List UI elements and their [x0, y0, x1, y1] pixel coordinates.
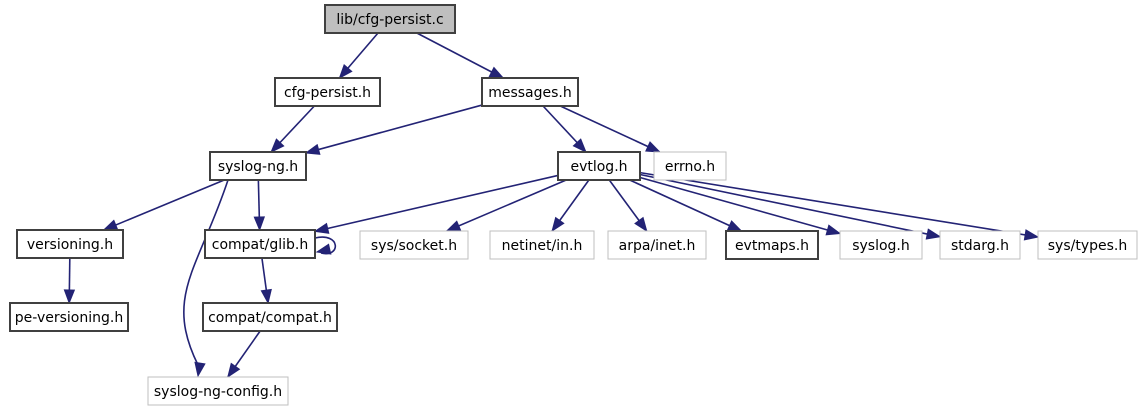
edge-messages-h-to-errno-h-arrowhead — [645, 141, 661, 153]
node-messages-h[interactable]: messages.h — [481, 77, 579, 107]
node-box-cfg-persist-h[interactable] — [274, 77, 381, 107]
edge-lib-cfg-persist-c-to-messages-h-arrowhead — [488, 66, 505, 79]
edge-evtlog-h-to-stdarg-h-arrowhead — [925, 228, 942, 240]
node-cfg-persist-h[interactable]: cfg-persist.h — [274, 77, 381, 107]
node-box-evtlog-h[interactable] — [557, 151, 641, 181]
edge-messages-h-to-syslog-ng-h-arrowhead — [304, 143, 321, 155]
edge-evtlog-h-to-sys-socket-h — [446, 179, 567, 232]
edge-evtlog-h-to-evtmaps-h-arrowhead — [726, 220, 743, 232]
node-label-sys-types-h: sys/types.h — [1048, 238, 1127, 254]
edge-evtlog-h-to-sys-types-h — [639, 171, 1039, 238]
edge-messages-h-to-syslog-ng-h — [305, 104, 483, 154]
node-box-sys-socket-h[interactable] — [359, 230, 469, 260]
node-label-arpa-inet-h: arpa/inet.h — [619, 238, 696, 254]
node-syslog-ng-config-h[interactable]: syslog-ng-config.h — [147, 376, 289, 406]
node-box-pe-versioning-h[interactable] — [9, 302, 129, 332]
edge-compat-glib-h-to-compat-compat-h-arrowhead — [260, 288, 272, 305]
node-box-netinet-in-h[interactable] — [489, 230, 595, 260]
node-box-arpa-inet-h[interactable] — [607, 230, 707, 260]
node-label-messages-h: messages.h — [488, 85, 572, 101]
node-label-compat-glib-h: compat/glib.h — [212, 237, 308, 253]
node-label-syslog-h: syslog.h — [852, 238, 910, 254]
node-box-lib-cfg-persist-c[interactable] — [324, 4, 456, 34]
edge-messages-h-to-errno-h — [559, 105, 661, 153]
node-label-netinet-in-h: netinet/in.h — [502, 238, 583, 254]
node-label-syslog-ng-config-h: syslog-ng-config.h — [154, 384, 282, 400]
edge-versioning-h-to-pe-versioning-h-arrowhead — [63, 289, 76, 305]
edge-evtlog-h-to-stdarg-h — [639, 173, 941, 238]
edge-cfg-persist-h-to-syslog-ng-h-arrowhead — [270, 138, 285, 154]
node-pe-versioning-h[interactable]: pe-versioning.h — [9, 302, 129, 332]
edge-syslog-ng-h-to-syslog-ng-config-h-arrowhead — [194, 361, 206, 378]
edge-evtlog-h-to-sys-socket-h-arrowhead — [445, 220, 462, 232]
node-evtmaps-h[interactable]: evtmaps.h — [725, 230, 819, 260]
node-label-versioning-h: versioning.h — [27, 237, 113, 253]
edge-layer — [63, 32, 1040, 379]
node-errno-h[interactable]: errno.h — [653, 151, 727, 181]
edge-messages-h-to-evtlog-h-arrowhead — [572, 138, 587, 154]
edge-syslog-ng-h-to-versioning-h — [103, 179, 225, 231]
node-compat-glib-h[interactable]: compat/glib.h — [204, 229, 316, 259]
edge-evtlog-h-to-evtmaps-h — [629, 179, 742, 232]
edge-lib-cfg-persist-c-to-cfg-persist-h-arrowhead — [338, 64, 353, 80]
edge-evtlog-h-to-sys-types-h-arrowhead — [1023, 229, 1040, 241]
node-evtlog-h[interactable]: evtlog.h — [557, 151, 641, 181]
node-box-compat-compat-h[interactable] — [202, 302, 338, 332]
edge-evtlog-h-to-syslog-h-arrowhead — [825, 224, 842, 236]
node-label-evtmaps-h: evtmaps.h — [735, 238, 809, 254]
node-compat-compat-h[interactable]: compat/compat.h — [202, 302, 338, 332]
node-layer: lib/cfg-persist.c cfg-persist.h messages.h… — [9, 4, 1138, 406]
node-label-stdarg-h: stdarg.h — [951, 238, 1009, 254]
node-box-messages-h[interactable] — [481, 77, 579, 107]
node-label-lib-cfg-persist-c: lib/cfg-persist.c — [336, 12, 443, 28]
node-stdarg-h[interactable]: stdarg.h — [939, 230, 1021, 260]
node-syslog-h[interactable]: syslog.h — [839, 230, 923, 260]
node-syslog-ng-h[interactable]: syslog-ng.h — [209, 151, 307, 181]
node-label-cfg-persist-h: cfg-persist.h — [284, 85, 371, 101]
node-label-evtlog-h: evtlog.h — [570, 159, 627, 175]
edge-evtlog-h-to-syslog-h — [639, 176, 841, 235]
edge-compat-compat-h-to-syslog-ng-config-h-arrowhead — [227, 362, 241, 379]
edge-evtlog-h-to-compat-glib-h — [314, 174, 559, 233]
node-lib-cfg-persist-c[interactable]: lib/cfg-persist.c — [324, 4, 456, 34]
edge-evtlog-h-to-arpa-inet-h-arrowhead — [634, 216, 648, 233]
node-box-evtmaps-h[interactable] — [725, 230, 819, 260]
node-sys-types-h[interactable]: sys/types.h — [1037, 230, 1138, 260]
node-netinet-in-h[interactable]: netinet/in.h — [489, 230, 595, 260]
edge-syslog-ng-h-to-versioning-h-arrowhead — [102, 219, 119, 231]
node-label-pe-versioning-h: pe-versioning.h — [15, 310, 123, 326]
edge-syslog-ng-h-to-syslog-ng-config-h — [183, 179, 229, 366]
node-box-versioning-h[interactable] — [16, 229, 124, 259]
node-box-syslog-ng-h[interactable] — [209, 151, 307, 181]
edge-compat-glib-h-to-compat-glib-h-arrowhead — [315, 243, 332, 255]
node-box-syslog-h[interactable] — [839, 230, 923, 260]
node-label-syslog-ng-h: syslog-ng.h — [218, 159, 298, 175]
node-label-sys-socket-h: sys/socket.h — [371, 238, 457, 254]
edge-evtlog-h-to-compat-glib-h-arrowhead — [313, 222, 330, 234]
node-box-syslog-ng-config-h[interactable] — [147, 376, 289, 406]
node-box-compat-glib-h[interactable] — [204, 229, 316, 259]
node-versioning-h[interactable]: versioning.h — [16, 229, 124, 259]
node-label-compat-compat-h: compat/compat.h — [208, 310, 332, 326]
node-box-sys-types-h[interactable] — [1037, 230, 1138, 260]
node-box-errno-h[interactable] — [653, 151, 727, 181]
node-box-stdarg-h[interactable] — [939, 230, 1021, 260]
node-sys-socket-h[interactable]: sys/socket.h — [359, 230, 469, 260]
node-arpa-inet-h[interactable]: arpa/inet.h — [607, 230, 707, 260]
edge-syslog-ng-h-to-compat-glib-h-arrowhead — [253, 216, 266, 232]
edge-lib-cfg-persist-c-to-messages-h — [416, 32, 504, 79]
node-label-errno-h: errno.h — [665, 159, 715, 175]
edge-evtlog-h-to-netinet-in-h-arrowhead — [551, 216, 565, 233]
